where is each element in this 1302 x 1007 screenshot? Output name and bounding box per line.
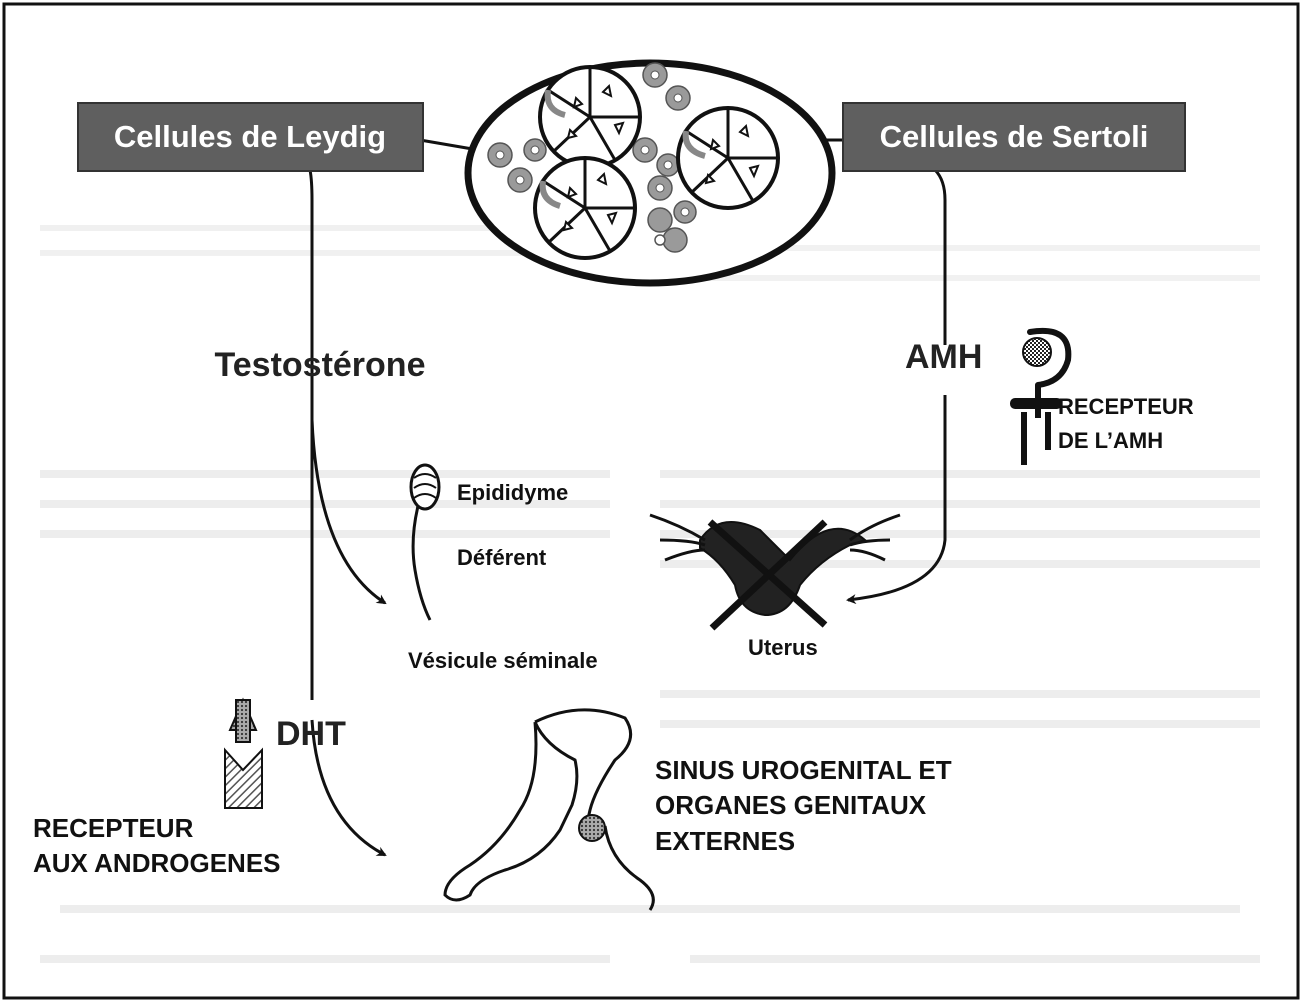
amh-label: AMH: [905, 338, 982, 376]
prostate-icon: [579, 815, 605, 841]
amh-molecule-icon: [1023, 338, 1051, 366]
sinus-label-line1: SINUS UROGENITAL ET: [655, 755, 952, 785]
deferent-label: Déférent: [457, 545, 547, 570]
androgen-receptor-label-line1: RECEPTEUR: [33, 813, 194, 843]
uterus-label: Uterus: [748, 635, 818, 660]
urogenital-sinus-illustration: [445, 710, 653, 910]
dht-label: DHT: [276, 715, 346, 753]
androgen-receptor-label-line2: AUX ANDROGENES: [33, 848, 281, 878]
testosterone-label: Testostérone: [215, 346, 426, 384]
amh-receptor-label-line1: RECEPTEUR: [1058, 394, 1194, 419]
sinus-label-line2: ORGANES GENITAUX: [655, 790, 927, 820]
sertoli-header: Cellules de Sertoli: [843, 103, 1185, 171]
epididymis-illustration: [411, 465, 439, 620]
testosterone-to-wolffian-arrow: [312, 420, 385, 603]
androgen-receptor-icon: [225, 700, 262, 808]
leydig-label: Cellules de Leydig: [114, 119, 386, 154]
amh-receptor-label-line2: DE L’AMH: [1058, 428, 1163, 453]
sertoli-label: Cellules de Sertoli: [880, 119, 1149, 154]
leydig-header: Cellules de Leydig: [78, 103, 423, 171]
androgen-receptor-shape: [225, 750, 262, 808]
vas-deferens-line: [413, 506, 430, 620]
epididymis-label: Epididyme: [457, 480, 568, 505]
sinus-label-line3: EXTERNES: [655, 826, 795, 856]
amh-receptor-membrane: [1010, 398, 1062, 409]
amh-pathway-line-top: [935, 170, 945, 345]
testis-section-illustration: [468, 63, 832, 283]
amh-to-uterus-arrow: [848, 395, 945, 600]
seminal-vesicle-label: Vésicule séminale: [408, 648, 598, 673]
